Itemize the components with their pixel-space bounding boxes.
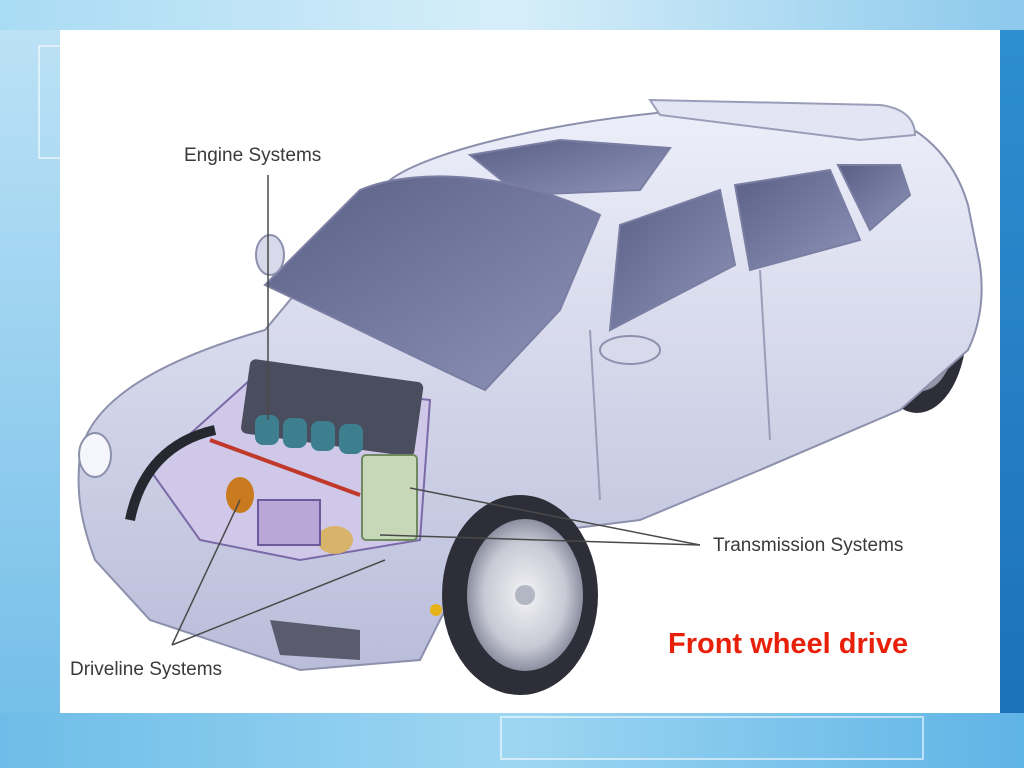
bg-tile [0,0,60,768]
bg-tile [1000,0,1024,768]
intake-manifold [255,415,363,454]
driveline-systems-label: Driveline Systems [70,659,223,680]
engine-cutaway [125,359,432,562]
bg-frame [500,716,924,760]
bg-tile [0,0,1024,30]
slide-caption: Front wheel drive [668,628,909,660]
engine-systems-label: Engine Systems [184,145,322,166]
leader-lines [171,175,701,646]
front-wheel [442,495,598,695]
transmission-systems-label: Transmission Systems [713,535,904,556]
